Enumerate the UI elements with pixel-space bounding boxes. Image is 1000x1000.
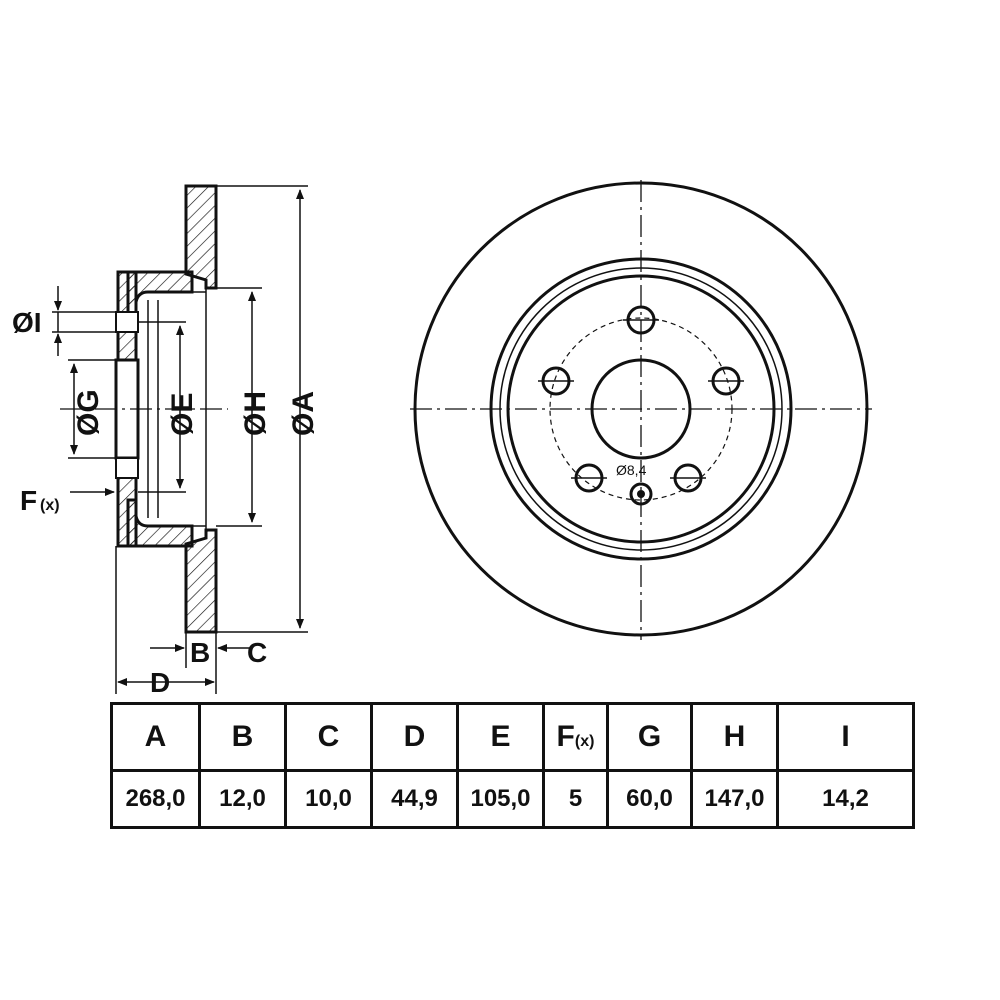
- label-dia-g: ØG: [72, 389, 105, 436]
- hat-outer-ring: [489, 257, 793, 561]
- locating-screw-center: [637, 490, 645, 498]
- label-dia-e: ØE: [166, 393, 199, 436]
- bolt-hole-cut-upper: [115, 311, 139, 333]
- header-cell-f: F(x): [542, 702, 609, 772]
- header-cell-i: I: [776, 702, 915, 772]
- bolt-circle: [549, 317, 733, 501]
- label-dia-a: ØA: [287, 391, 320, 436]
- label-dia-h: ØH: [239, 391, 272, 436]
- value-cell-e: 105,0: [456, 769, 545, 829]
- value-cell-c: 10,0: [284, 769, 373, 829]
- label-c: C: [247, 637, 267, 668]
- bolt-hole-cut-lower: [115, 457, 139, 479]
- table-values-row: 268,0 12,0 10,0 44,9 105,0 5 60,0 147,0 …: [110, 769, 915, 829]
- label-dia-i: ØI: [12, 307, 42, 338]
- header-cell-d: D: [370, 702, 459, 772]
- dimension-table: A B C D E F(x) G H I 268,0 12,0 10,0 44,…: [110, 702, 915, 829]
- header-cell-g: G: [606, 702, 693, 772]
- value-cell-h: 147,0: [690, 769, 779, 829]
- value-cell-d: 44,9: [370, 769, 459, 829]
- label-f-suffix: (x): [40, 497, 60, 514]
- value-cell-b: 12,0: [198, 769, 287, 829]
- label-f: F: [20, 485, 37, 516]
- value-cell-f: 5: [542, 769, 609, 829]
- table-header-row: A B C D E F(x) G H I: [110, 702, 915, 772]
- header-cell-h: H: [690, 702, 779, 772]
- header-cell-e: E: [456, 702, 545, 772]
- header-cell-c: C: [284, 702, 373, 772]
- disc-outer-edge: [413, 181, 869, 637]
- front-view: Ø8,4: [410, 180, 872, 640]
- hole-diameter-label: Ø8,4: [616, 462, 647, 478]
- center-bore: [590, 358, 692, 460]
- value-cell-i: 14,2: [776, 769, 915, 829]
- value-cell-g: 60,0: [606, 769, 693, 829]
- value-cell-a: 268,0: [110, 769, 201, 829]
- label-d: D: [150, 667, 170, 698]
- label-b: B: [190, 637, 210, 668]
- header-f-suffix: (x): [574, 733, 595, 750]
- header-cell-a: A: [110, 702, 201, 772]
- header-cell-b: B: [198, 702, 287, 772]
- locating-screw-hole: [629, 482, 653, 506]
- side-section-view: ØI ØG ØE ØH ØA F (x) B C D: [12, 184, 320, 698]
- hat-step-ring: [499, 267, 783, 551]
- hat-inner-ring: [506, 274, 776, 544]
- bolt-holes: [538, 305, 744, 493]
